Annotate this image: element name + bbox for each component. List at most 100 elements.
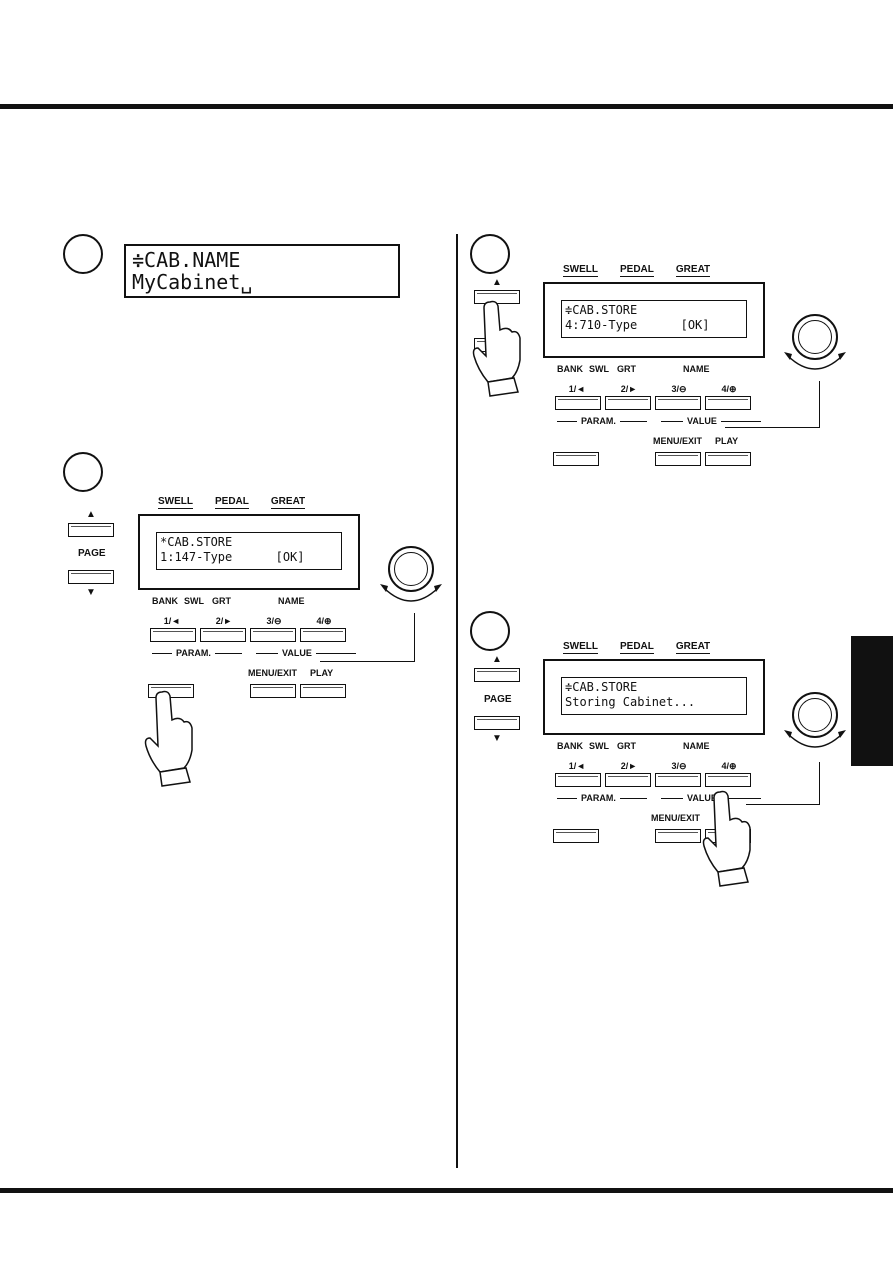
value-label: VALUE (683, 416, 721, 426)
swell-label: SWELL (563, 264, 598, 277)
value-label: VALUE (278, 648, 316, 658)
lcd-line1: *CAB.STORE (160, 535, 233, 549)
up-arrow-icon-b: ▲ (492, 277, 502, 288)
function-button-3[interactable] (250, 628, 296, 642)
menu-exit-label: MENU/EXIT (651, 813, 701, 823)
bank-label: BANK (557, 741, 583, 751)
swl-label: SWL (184, 596, 204, 606)
page-label-c: PAGE (484, 694, 512, 705)
great-label: GREAT (270, 496, 306, 509)
page-down-button[interactable] (68, 570, 114, 584)
swell-label: SWELL (158, 496, 193, 509)
pointing-hand-icon (144, 690, 193, 787)
lcd-line1: ≑CAB.STORE (565, 303, 638, 317)
button-3-label: 3/⊖ (266, 616, 282, 626)
value-knob-a[interactable] (388, 546, 434, 592)
rotate-arrow-icon (380, 584, 442, 602)
lcd-screen: ≑CAB.STORE 4:710-Type [OK] (561, 300, 747, 338)
bottom-buttons (138, 684, 360, 700)
grt-label: GRT (617, 364, 636, 374)
function-button-1[interactable] (555, 396, 601, 410)
button-2-label: 2/► (215, 616, 233, 626)
column-divider (456, 234, 458, 1168)
play-label: PLAY (715, 436, 739, 446)
value-knob-b[interactable] (792, 314, 838, 360)
param-label: PARAM. (577, 793, 620, 803)
up-arrow-icon-c: ▲ (492, 654, 502, 665)
lcd-screen: *CAB.STORE 1:147-Type [OK] (156, 532, 342, 570)
pedal-label: PEDAL (620, 264, 654, 277)
menu-exit-button[interactable] (655, 452, 701, 466)
name-label: NAME (278, 596, 305, 606)
control-panel-a: SWELL PEDAL GREAT *CAB.STORE 1:147-Type … (138, 496, 468, 706)
button-1-label: 1/◄ (568, 761, 586, 771)
pedal-label: PEDAL (215, 496, 249, 509)
step-circle-3 (470, 234, 510, 274)
function-button-4[interactable] (705, 773, 751, 787)
rotate-arrow-icon-c (784, 730, 846, 748)
swl-label: SWL (589, 741, 609, 751)
menu-exit-button[interactable] (250, 684, 296, 698)
section-tab (851, 636, 893, 766)
store-button[interactable] (553, 452, 599, 466)
button-1-label: 1/◄ (568, 384, 586, 394)
function-button-4[interactable] (705, 396, 751, 410)
button-4-label: 4/⊕ (721, 761, 737, 771)
control-panel-b: SWELL PEDAL GREAT ≑CAB.STORE 4:710-Type … (543, 264, 873, 474)
function-buttons (138, 628, 360, 644)
param-label: PARAM. (577, 416, 620, 426)
page-down-button-c[interactable] (474, 716, 520, 730)
bottom-rule (0, 1188, 893, 1193)
page-up-button[interactable] (68, 523, 114, 537)
name-label: NAME (683, 364, 710, 374)
great-label: GREAT (675, 264, 711, 277)
swell-label: SWELL (563, 641, 598, 654)
function-button-1[interactable] (150, 628, 196, 642)
value-knob-c[interactable] (792, 692, 838, 738)
panel-top-labels: SWELL PEDAL GREAT (158, 496, 338, 509)
param-label: PARAM. (172, 648, 215, 658)
swl-label: SWL (589, 364, 609, 374)
bank-label: BANK (152, 596, 178, 606)
value-label: VALUE (683, 793, 721, 803)
bottom-buttons (543, 452, 765, 468)
function-button-3[interactable] (655, 773, 701, 787)
grt-label: GRT (617, 741, 636, 751)
name-display-line1: ≑CAB.NAME (132, 248, 241, 272)
menu-exit-button[interactable] (655, 829, 701, 843)
name-display: ≑CAB.NAME MyCabinet␣ (124, 244, 400, 298)
function-button-1[interactable] (555, 773, 601, 787)
menu-exit-label: MENU/EXIT (248, 668, 298, 678)
play-button[interactable] (705, 452, 751, 466)
step-circle-4 (470, 611, 510, 651)
function-button-2[interactable] (605, 396, 651, 410)
knob-connector-b (725, 381, 820, 428)
great-label: GREAT (675, 641, 711, 654)
page-up-button-c[interactable] (474, 668, 520, 682)
play-button[interactable] (300, 684, 346, 698)
bank-label: BANK (557, 364, 583, 374)
store-button[interactable] (553, 829, 599, 843)
top-rule (0, 104, 893, 109)
pointing-hand-icon-c (702, 790, 751, 887)
function-button-3[interactable] (655, 396, 701, 410)
pointing-hand-icon-b (472, 300, 521, 397)
panel-top-labels: SWELL PEDAL GREAT (563, 641, 743, 654)
function-buttons (543, 773, 765, 789)
lcd-frame: ≑CAB.STORE Storing Cabinet... (543, 659, 765, 735)
step-circle-1 (63, 234, 103, 274)
down-arrow-icon-c: ▼ (492, 733, 502, 744)
button-3-label: 3/⊖ (671, 384, 687, 394)
button-2-label: 2/► (620, 761, 638, 771)
button-2-label: 2/► (620, 384, 638, 394)
knob-connector-a (320, 613, 415, 662)
button-1-label: 1/◄ (163, 616, 181, 626)
function-button-2[interactable] (605, 773, 651, 787)
function-button-2[interactable] (200, 628, 246, 642)
function-button-4[interactable] (300, 628, 346, 642)
lcd-line2: Storing Cabinet... (565, 695, 696, 709)
name-display-line2: MyCabinet␣ (132, 270, 253, 294)
up-arrow-icon: ▲ (86, 509, 96, 520)
rotate-arrow-icon-b (784, 352, 846, 370)
panel-top-labels: SWELL PEDAL GREAT (563, 264, 743, 277)
